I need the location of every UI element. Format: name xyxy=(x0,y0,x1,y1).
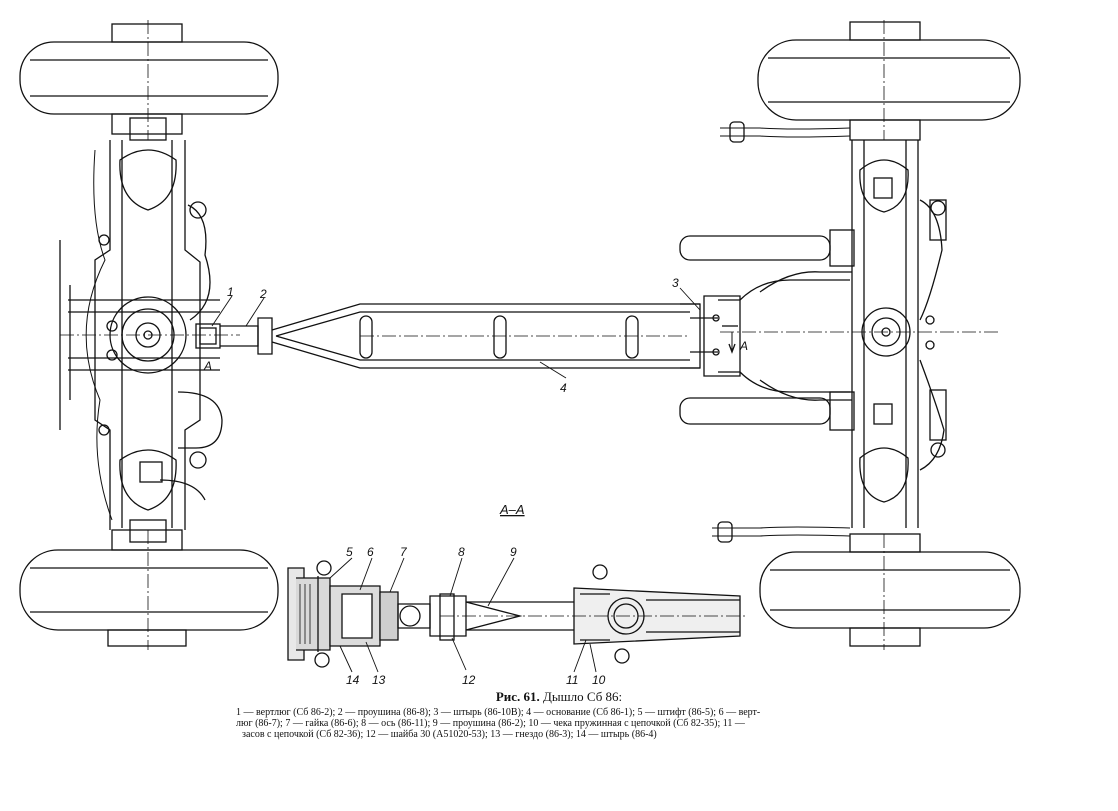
drawbar xyxy=(195,303,720,369)
legend-line-1: 1 — вертлюг (Сб 86-2); 2 — проушина (86-… xyxy=(236,707,761,718)
section-label: А–А xyxy=(499,502,525,517)
callout-leaders xyxy=(211,287,701,673)
caption-number: Рис. 61. xyxy=(495,689,540,704)
callout-3: 3 xyxy=(672,276,679,290)
callout-7: 7 xyxy=(400,545,408,559)
callout-10: 10 xyxy=(592,673,606,687)
figure-caption: Рис. 61. Дышло Сб 86: xyxy=(0,689,1118,705)
section-mark-left: A xyxy=(203,359,212,373)
callout-11: 11 xyxy=(566,673,578,687)
legend-line-2: люг (86-7); 7 — гайка (86-6); 8 — ось (8… xyxy=(236,718,745,729)
callout-14: 14 xyxy=(346,673,360,687)
section-mark-right: A xyxy=(739,339,748,353)
callout-1: 1 xyxy=(227,285,234,299)
callout-4: 4 xyxy=(560,381,567,395)
wheel-top-right xyxy=(757,20,1021,141)
figure-legend: 1 — вертлюг (Сб 86-2); 2 — проушина (86-… xyxy=(236,707,876,740)
left-axle-assembly xyxy=(19,20,279,650)
callout-8: 8 xyxy=(458,545,465,559)
callout-2: 2 xyxy=(259,287,267,301)
callout-labels: 1 2 3 4 5 6 7 8 9 10 11 12 13 14 A A А–А xyxy=(203,276,748,687)
callout-6: 6 xyxy=(367,545,374,559)
wheel-top-left xyxy=(19,20,279,140)
callout-9: 9 xyxy=(510,545,517,559)
callout-13: 13 xyxy=(372,673,386,687)
section-a-a-detail xyxy=(287,560,748,668)
wheel-bottom-right xyxy=(759,533,1021,650)
wheel-bottom-left xyxy=(19,529,279,650)
right-axle-assembly xyxy=(679,20,1021,650)
callout-5: 5 xyxy=(346,545,353,559)
caption-title: Дышло Сб 86: xyxy=(543,689,623,704)
legend-line-3: засов с цепочкой (Сб 82-36); 12 — шайба … xyxy=(242,729,657,740)
callout-12: 12 xyxy=(462,673,476,687)
